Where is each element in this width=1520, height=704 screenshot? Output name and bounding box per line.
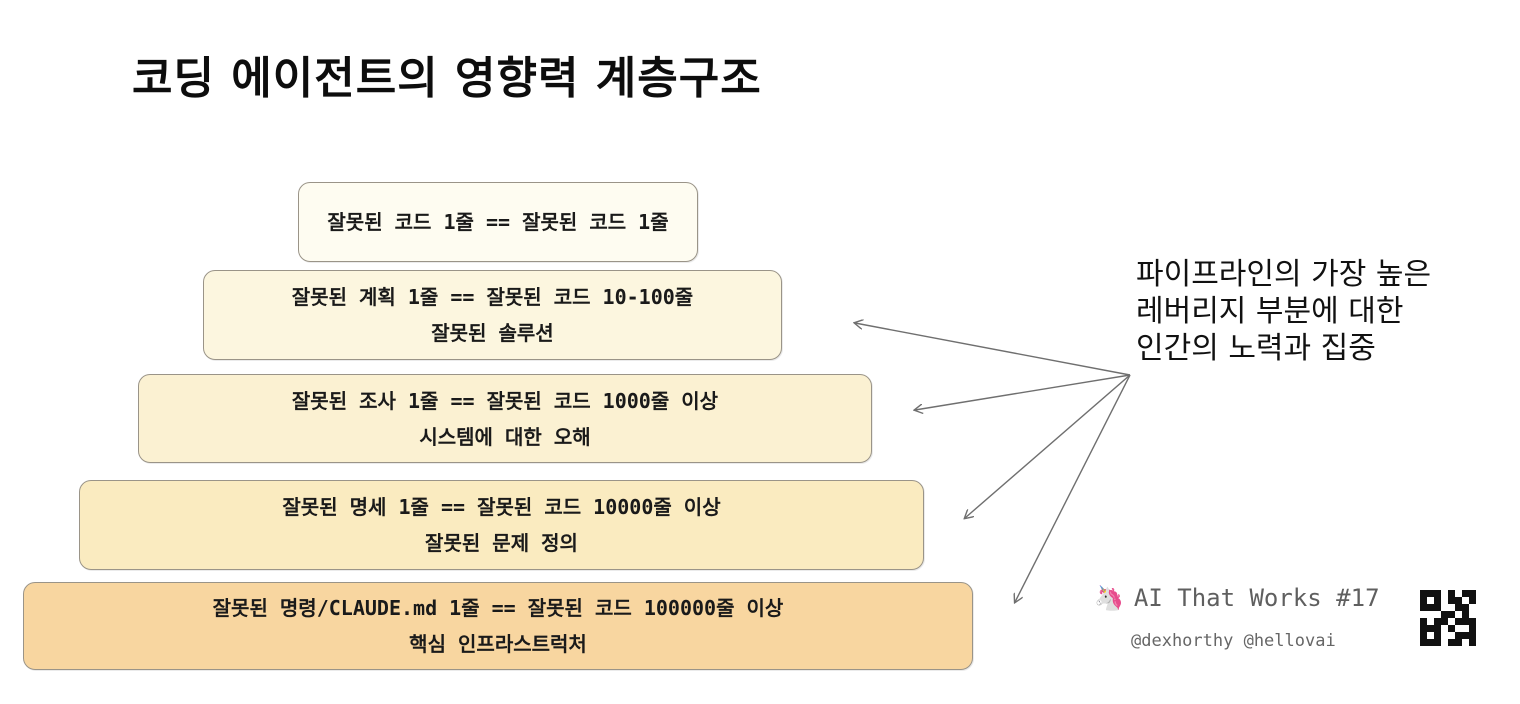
arrow-to-tier-5 [1015, 374, 1131, 602]
qr-code-icon[interactable] [1420, 590, 1476, 646]
branding: 🦄 AI That Works #17 [1094, 584, 1380, 612]
tier-4-line-1: 잘못된 명세 1줄 == 잘못된 코드 10000줄 이상 [282, 495, 721, 519]
arrow-to-tier-2 [855, 323, 1131, 376]
arrow-to-tier-3 [915, 374, 1131, 410]
author-handles: @dexhorthy @hellovai [1131, 631, 1336, 651]
tier-5-box: 잘못된 명령/CLAUDE.md 1줄 == 잘못된 코드 100000줄 이상… [23, 582, 973, 670]
unicorn-icon: 🦄 [1094, 584, 1124, 612]
callout-line-3: 인간의 노력과 집중 [1136, 331, 1376, 366]
tier-2-line-1: 잘못된 계획 1줄 == 잘못된 코드 10-100줄 [291, 285, 694, 309]
tier-5-line-2: 핵심 인프라스트럭처 [409, 632, 587, 656]
tier-4-line-2: 잘못된 문제 정의 [425, 531, 578, 555]
tier-3-box: 잘못된 조사 1줄 == 잘못된 코드 1000줄 이상 시스템에 대한 오해 [138, 374, 872, 463]
arrow-to-tier-4 [965, 374, 1131, 518]
tier-2-line-2: 잘못된 솔루션 [431, 321, 554, 345]
tier-5-line-1: 잘못된 명령/CLAUDE.md 1줄 == 잘못된 코드 100000줄 이상 [212, 596, 784, 620]
callout-line-2: 레버리지 부분에 대한 [1136, 294, 1404, 329]
tier-3-line-1: 잘못된 조사 1줄 == 잘못된 코드 1000줄 이상 [291, 388, 719, 413]
tier-1-line-1: 잘못된 코드 1줄 == 잘못된 코드 1줄 [327, 210, 669, 234]
callout-text: 파이프라인의 가장 높은 레버리지 부분에 대한 인간의 노력과 집중 [1136, 256, 1431, 367]
tier-4-box: 잘못된 명세 1줄 == 잘못된 코드 10000줄 이상 잘못된 문제 정의 [79, 480, 924, 570]
page-title: 코딩 에이전트의 영향력 계층구조 [132, 53, 762, 104]
tier-3-line-2: 시스템에 대한 오해 [419, 424, 591, 449]
tier-1-box: 잘못된 코드 1줄 == 잘못된 코드 1줄 [298, 182, 698, 262]
brand-name: AI That Works #17 [1133, 584, 1380, 612]
callout-line-1: 파이프라인의 가장 높은 [1136, 257, 1432, 292]
tier-2-box: 잘못된 계획 1줄 == 잘못된 코드 10-100줄 잘못된 솔루션 [203, 270, 782, 360]
